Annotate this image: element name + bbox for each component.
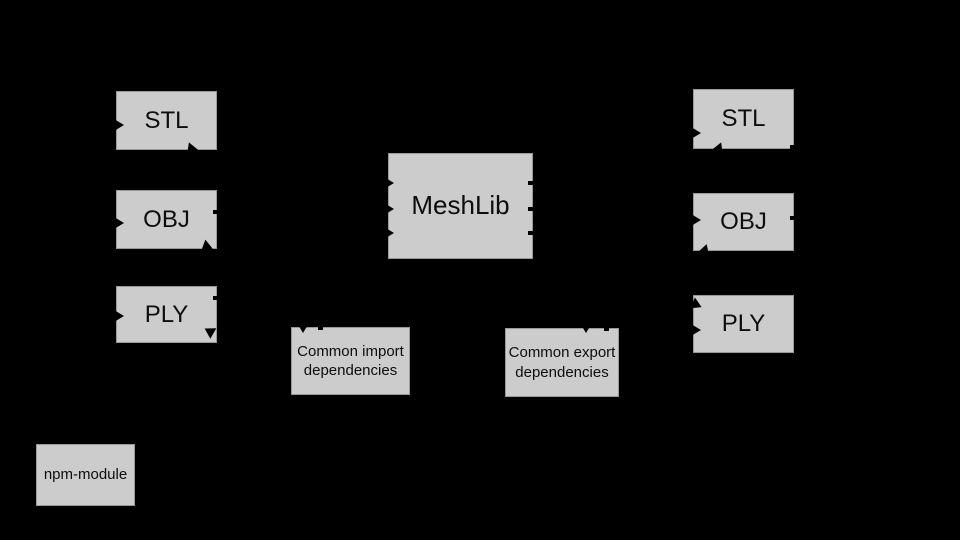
- node-exporter-ply: PLY: [693, 295, 794, 353]
- line-stub-common-export-top-stub: [604, 328, 609, 331]
- line-stub-importer-obj-right-stub: [213, 210, 217, 214]
- arrowhead-icon-into-importer-stl-bottom: [187, 142, 199, 156]
- node-common-import-deps: Common import dependencies: [291, 327, 410, 395]
- node-common-export-deps: Common export dependencies: [505, 328, 619, 397]
- line-stub-exporter-obj-right-stub: [790, 216, 794, 220]
- line-stub-meshlib-right-stub-bot: [528, 231, 533, 235]
- node-label: dependencies: [303, 362, 398, 379]
- arrowhead-icon-into-common-export-top: [580, 323, 592, 333]
- arrowhead-icon-into-exporter-stl-left: [691, 127, 701, 139]
- node-label: OBJ: [720, 208, 767, 236]
- arrowhead-icon-into-meshlib-bot: [384, 227, 394, 239]
- line-stub-common-import-top-stub: [318, 327, 323, 330]
- node-label: STL: [144, 106, 189, 134]
- node-npm-module: npm-module: [36, 444, 135, 506]
- node-importer-stl: STL: [116, 91, 217, 150]
- line-stub-exporter-stl-right-stub: [790, 145, 794, 149]
- node-label: MeshLib: [411, 190, 510, 221]
- arrowhead-icon-into-importer-obj-left: [114, 217, 124, 229]
- node-label: Common import: [297, 342, 404, 360]
- arrowhead-icon-into-exporter-ply-lower: [691, 324, 701, 336]
- line-stub-meshlib-right-stub-top: [528, 181, 533, 185]
- node-importer-obj: OBJ: [116, 190, 217, 249]
- line-stub-meshlib-right-stub-mid: [528, 207, 533, 211]
- node-importer-ply: PLY: [116, 286, 217, 343]
- arrowhead-icon-into-common-import-top: [297, 323, 309, 333]
- arrowhead-icon-into-exporter-stl-bottom: [711, 142, 723, 156]
- node-label: Common export: [508, 344, 616, 361]
- node-meshlib: MeshLib: [388, 153, 533, 259]
- node-label: dependencies: [515, 363, 609, 381]
- node-label: PLY: [144, 300, 189, 328]
- arrowhead-icon-into-meshlib-top: [384, 177, 394, 189]
- arrowhead-icon-into-importer-ply-left: [114, 310, 124, 322]
- node-exporter-stl: STL: [693, 89, 794, 149]
- node-label: OBJ: [143, 205, 190, 233]
- arrowhead-icon-into-exporter-obj-left: [691, 214, 701, 226]
- arrowhead-icon-into-importer-stl-left: [114, 119, 124, 131]
- node-exporter-obj: OBJ: [693, 193, 794, 251]
- node-label: npm-module: [43, 466, 128, 484]
- node-label: PLY: [721, 310, 766, 338]
- arrowhead-icon-into-importer-obj-bottom: [201, 239, 215, 255]
- node-label: STL: [721, 105, 766, 133]
- arrowhead-icon-into-exporter-obj-bottom: [696, 244, 710, 258]
- arrowhead-icon-into-meshlib-mid: [384, 203, 394, 215]
- line-stub-importer-ply-right-stub: [213, 296, 217, 300]
